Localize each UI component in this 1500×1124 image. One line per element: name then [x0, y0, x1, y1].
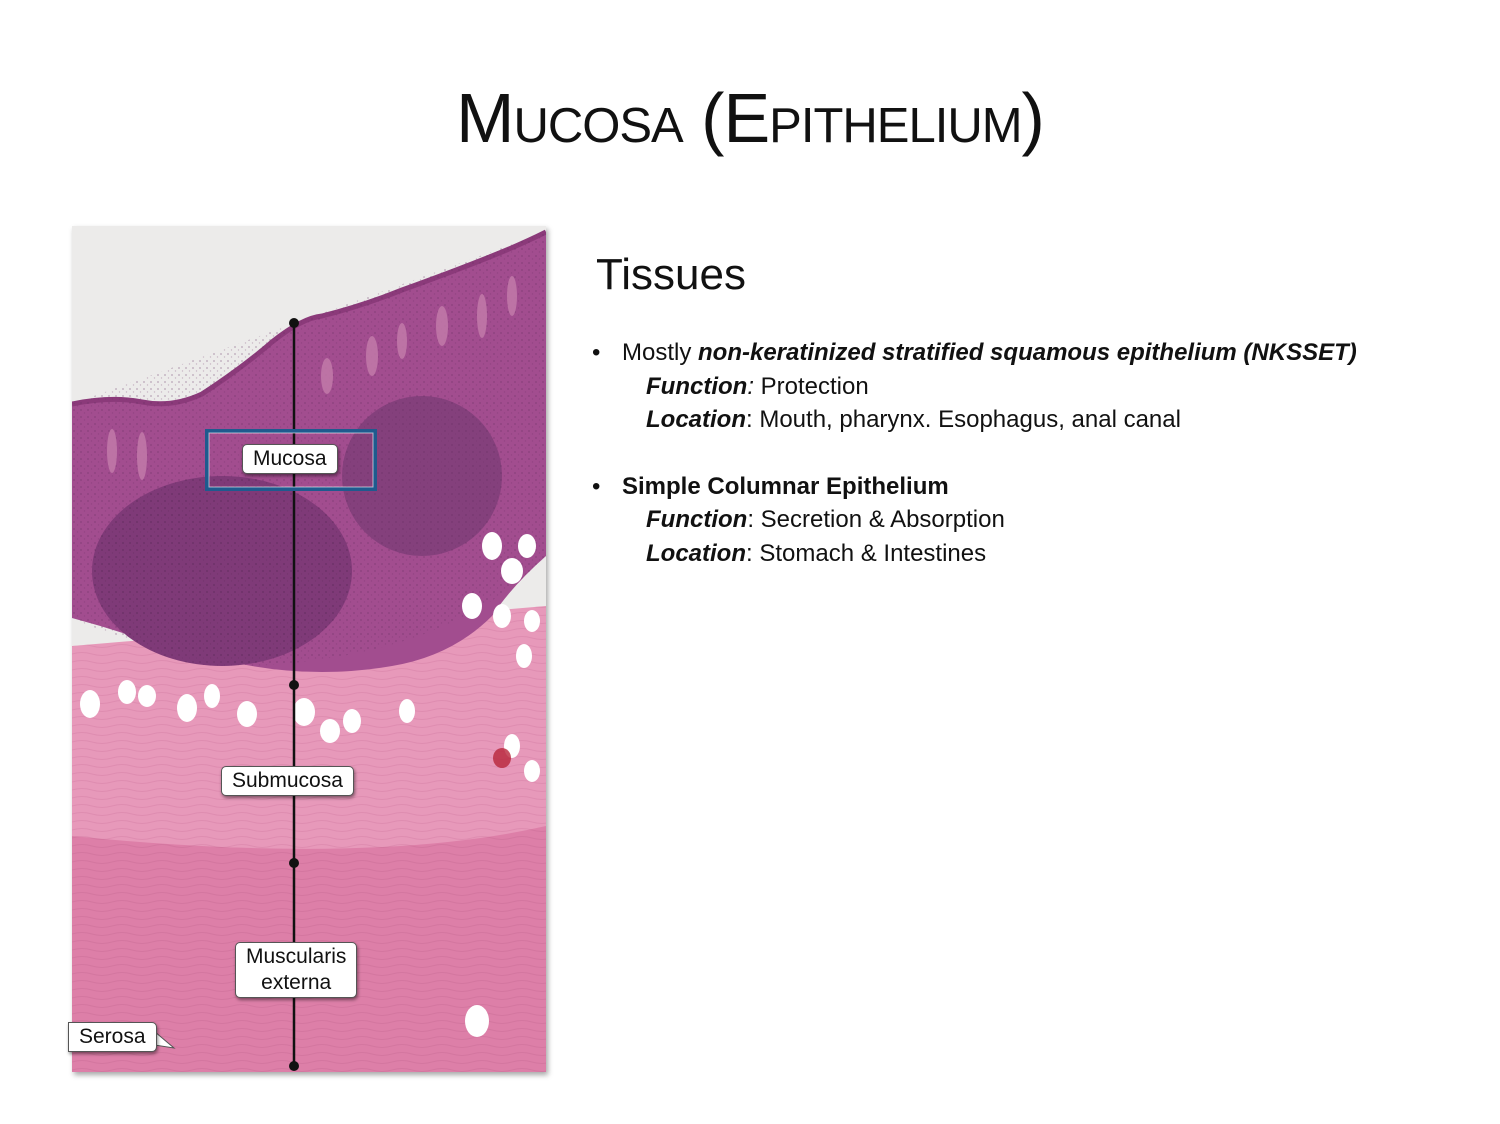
bullet-item: • Mostly non-keratinized stratified squa… — [592, 336, 1372, 437]
location-line: Location: Mouth, pharynx. Esophagus, ana… — [622, 403, 1372, 437]
bullet-marker: • — [592, 472, 601, 500]
bullet-line: Mostly non-keratinized stratified squamo… — [622, 336, 1372, 370]
section-heading: Tissues — [596, 250, 746, 299]
label-muscularis-externa: Muscularis externa — [235, 942, 358, 998]
function-text: Secretion & Absorption — [753, 506, 1005, 533]
function-separator: : — [747, 506, 754, 533]
function-label: Function — [646, 372, 748, 400]
bullet-item: • Simple Columnar Epithelium Function: S… — [592, 470, 1372, 571]
label-mucosa: Mucosa — [242, 444, 338, 474]
location-separator: : — [746, 539, 753, 567]
bullet-prefix: Mostly — [622, 339, 699, 366]
axis-dot — [289, 1061, 299, 1071]
function-label: Function — [646, 506, 748, 533]
histology-figure: Mucosa Submucosa Muscularis externa Sero… — [68, 226, 546, 1072]
bullet-emphasis: non-keratinized stratified squamous epit… — [698, 339, 1357, 366]
bullet-marker: • — [592, 339, 601, 366]
axis-dot — [289, 318, 299, 328]
mucosa-highlight-box — [205, 429, 377, 491]
bullet-title: Simple Columnar Epithelium — [622, 472, 949, 500]
location-label: Location — [646, 406, 746, 433]
label-submucosa: Submucosa — [221, 766, 354, 796]
slide-title: Mucosa (Epithelium) — [456, 79, 1045, 157]
axis-dot — [289, 680, 299, 690]
function-separator: : — [747, 372, 754, 400]
fat-cells — [80, 532, 540, 1037]
function-line: Function: Secretion & Absorption — [622, 503, 1372, 537]
function-text: Protection — [753, 372, 869, 400]
label-serosa: Serosa — [68, 1022, 157, 1052]
location-text: Stomach & Intestines — [752, 539, 987, 567]
location-separator: : — [746, 406, 753, 433]
location-line: Location: Stomach & Intestines — [622, 537, 1372, 571]
axis-dot — [289, 858, 299, 868]
location-label: Location — [646, 539, 746, 567]
bullet-list: • Mostly non-keratinized stratified squa… — [592, 336, 1372, 570]
function-line: Function: Protection — [622, 370, 1372, 404]
location-text: Mouth, pharynx. Esophagus, anal canal — [752, 406, 1181, 433]
